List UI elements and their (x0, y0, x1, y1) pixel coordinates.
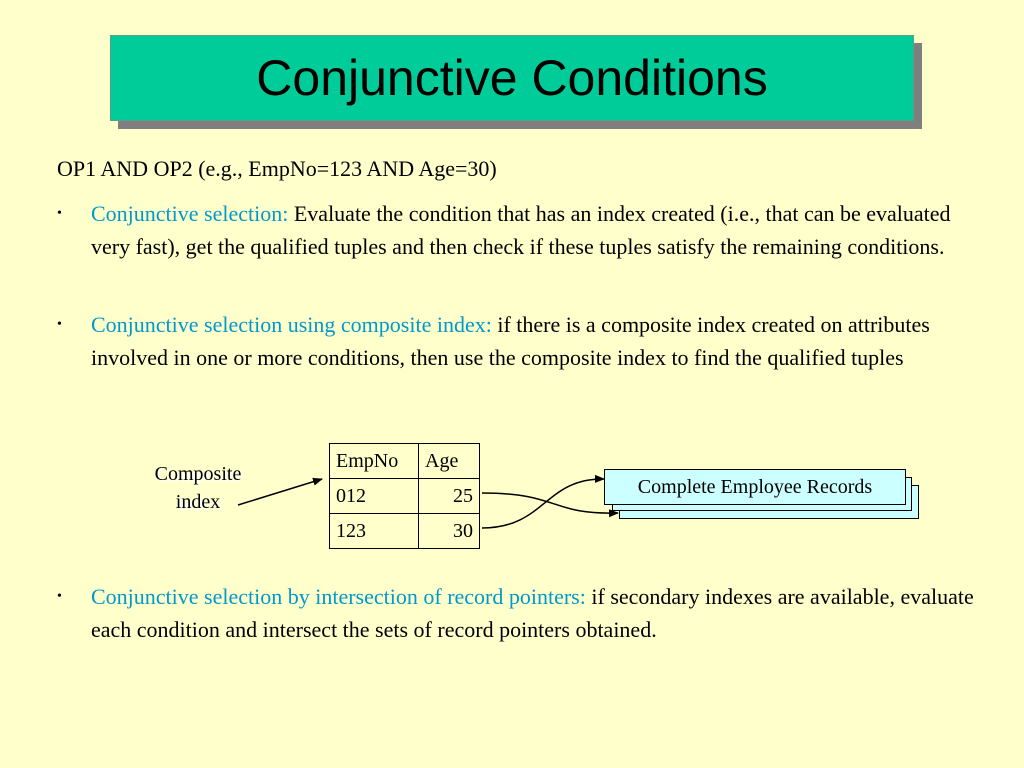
composite-pointer-arrow (237, 477, 323, 506)
composite-label-line2: index (175, 491, 221, 513)
bullet-term: Conjunctive selection: (91, 201, 289, 226)
bullet-text: Evaluate the condition that has an index… (91, 201, 951, 259)
table-cell: 123 (329, 513, 419, 549)
table-cell: 25 (418, 478, 480, 514)
bullet-item: • Conjunctive selection by intersection … (57, 580, 977, 646)
bullet-term: Conjunctive selection by intersection of… (91, 584, 586, 609)
bullet-item: • Conjunctive selection using composite … (57, 308, 977, 374)
bullet-dot-icon: • (57, 589, 62, 604)
bullet-body: Conjunctive selection: Evaluate the cond… (91, 197, 977, 263)
table-cell: 012 (329, 478, 419, 514)
bullet-dot-icon: • (57, 206, 62, 221)
table-header-row: EmpNo Age (329, 443, 480, 479)
employee-records-box: Complete Employee Records (604, 469, 906, 505)
intro-line: OP1 AND OP2 (e.g., EmpNo=123 AND Age=30) (57, 156, 497, 181)
table-cell: 30 (418, 513, 480, 549)
composite-index-table: EmpNo Age 012 25 123 30 (329, 443, 480, 549)
bullet-body: Conjunctive selection using composite in… (91, 308, 977, 374)
table-row: 012 25 (329, 478, 480, 514)
composite-label-line1: Composite (154, 463, 242, 485)
row2-pointer-arrow (481, 474, 605, 529)
bullet-body: Conjunctive selection by intersection of… (91, 580, 977, 646)
bullet-dot-icon: • (57, 317, 62, 332)
bullet-term: Conjunctive selection using composite in… (91, 312, 492, 337)
bullet-item: • Conjunctive selection: Evaluate the co… (57, 197, 977, 263)
bullet-text: if secondary indexes are available, eval… (91, 584, 974, 642)
table-row: 123 30 (329, 513, 480, 549)
table-header-cell: Age (418, 443, 480, 479)
title-box: Conjunctive Conditions (110, 35, 914, 121)
composite-index-label: Composite index (130, 460, 266, 516)
row1-pointer-arrow (481, 492, 619, 518)
slide-title: Conjunctive Conditions (256, 50, 768, 106)
bullet-text: if there is a composite index created on… (91, 312, 930, 370)
